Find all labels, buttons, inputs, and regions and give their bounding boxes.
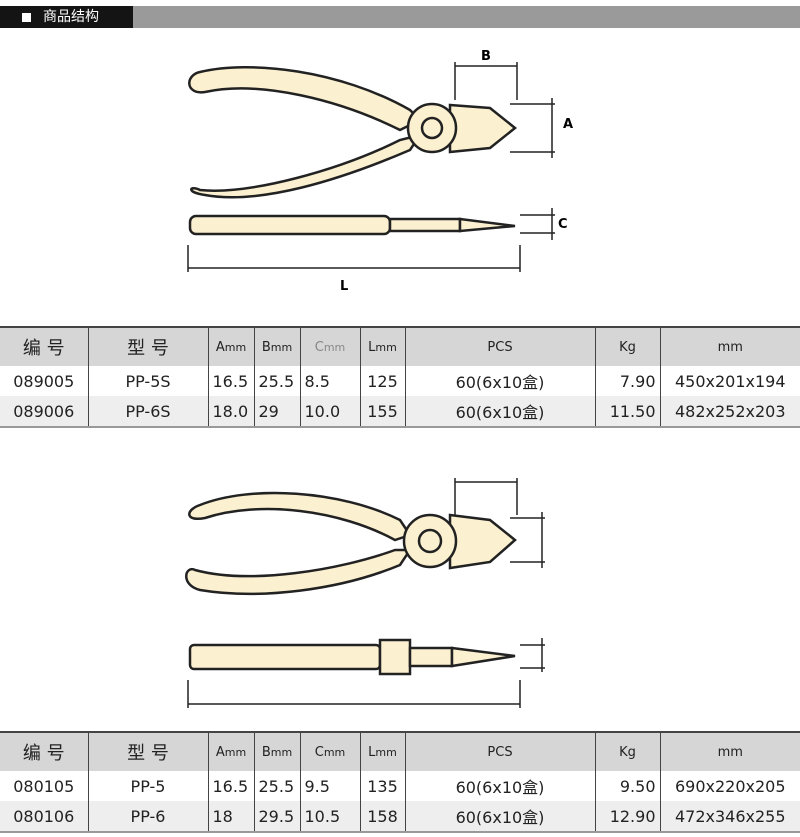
section-header: 商品结构 [0, 6, 800, 28]
header-pcs: PCS [404, 327, 595, 366]
pliers-diagram-2 [185, 478, 545, 708]
dim-label-c: C [558, 217, 568, 232]
dim-label-b: B [481, 49, 491, 64]
section-title: 商品结构 [43, 9, 99, 25]
header-code: 编 号 [0, 327, 88, 366]
dim-label-l: L [340, 279, 348, 294]
table-header: 编 号型 号 Amm Bmm Cmm Lmm PCS Kg mm [0, 327, 800, 366]
header-model: 型 号 [87, 327, 208, 366]
pliers-diagram-1: B A C L [187, 49, 573, 294]
dim-label-a: A [563, 117, 573, 132]
header-kg: Kg [594, 327, 660, 366]
header-size: mm [659, 327, 800, 366]
square-bullet-icon [22, 12, 31, 22]
